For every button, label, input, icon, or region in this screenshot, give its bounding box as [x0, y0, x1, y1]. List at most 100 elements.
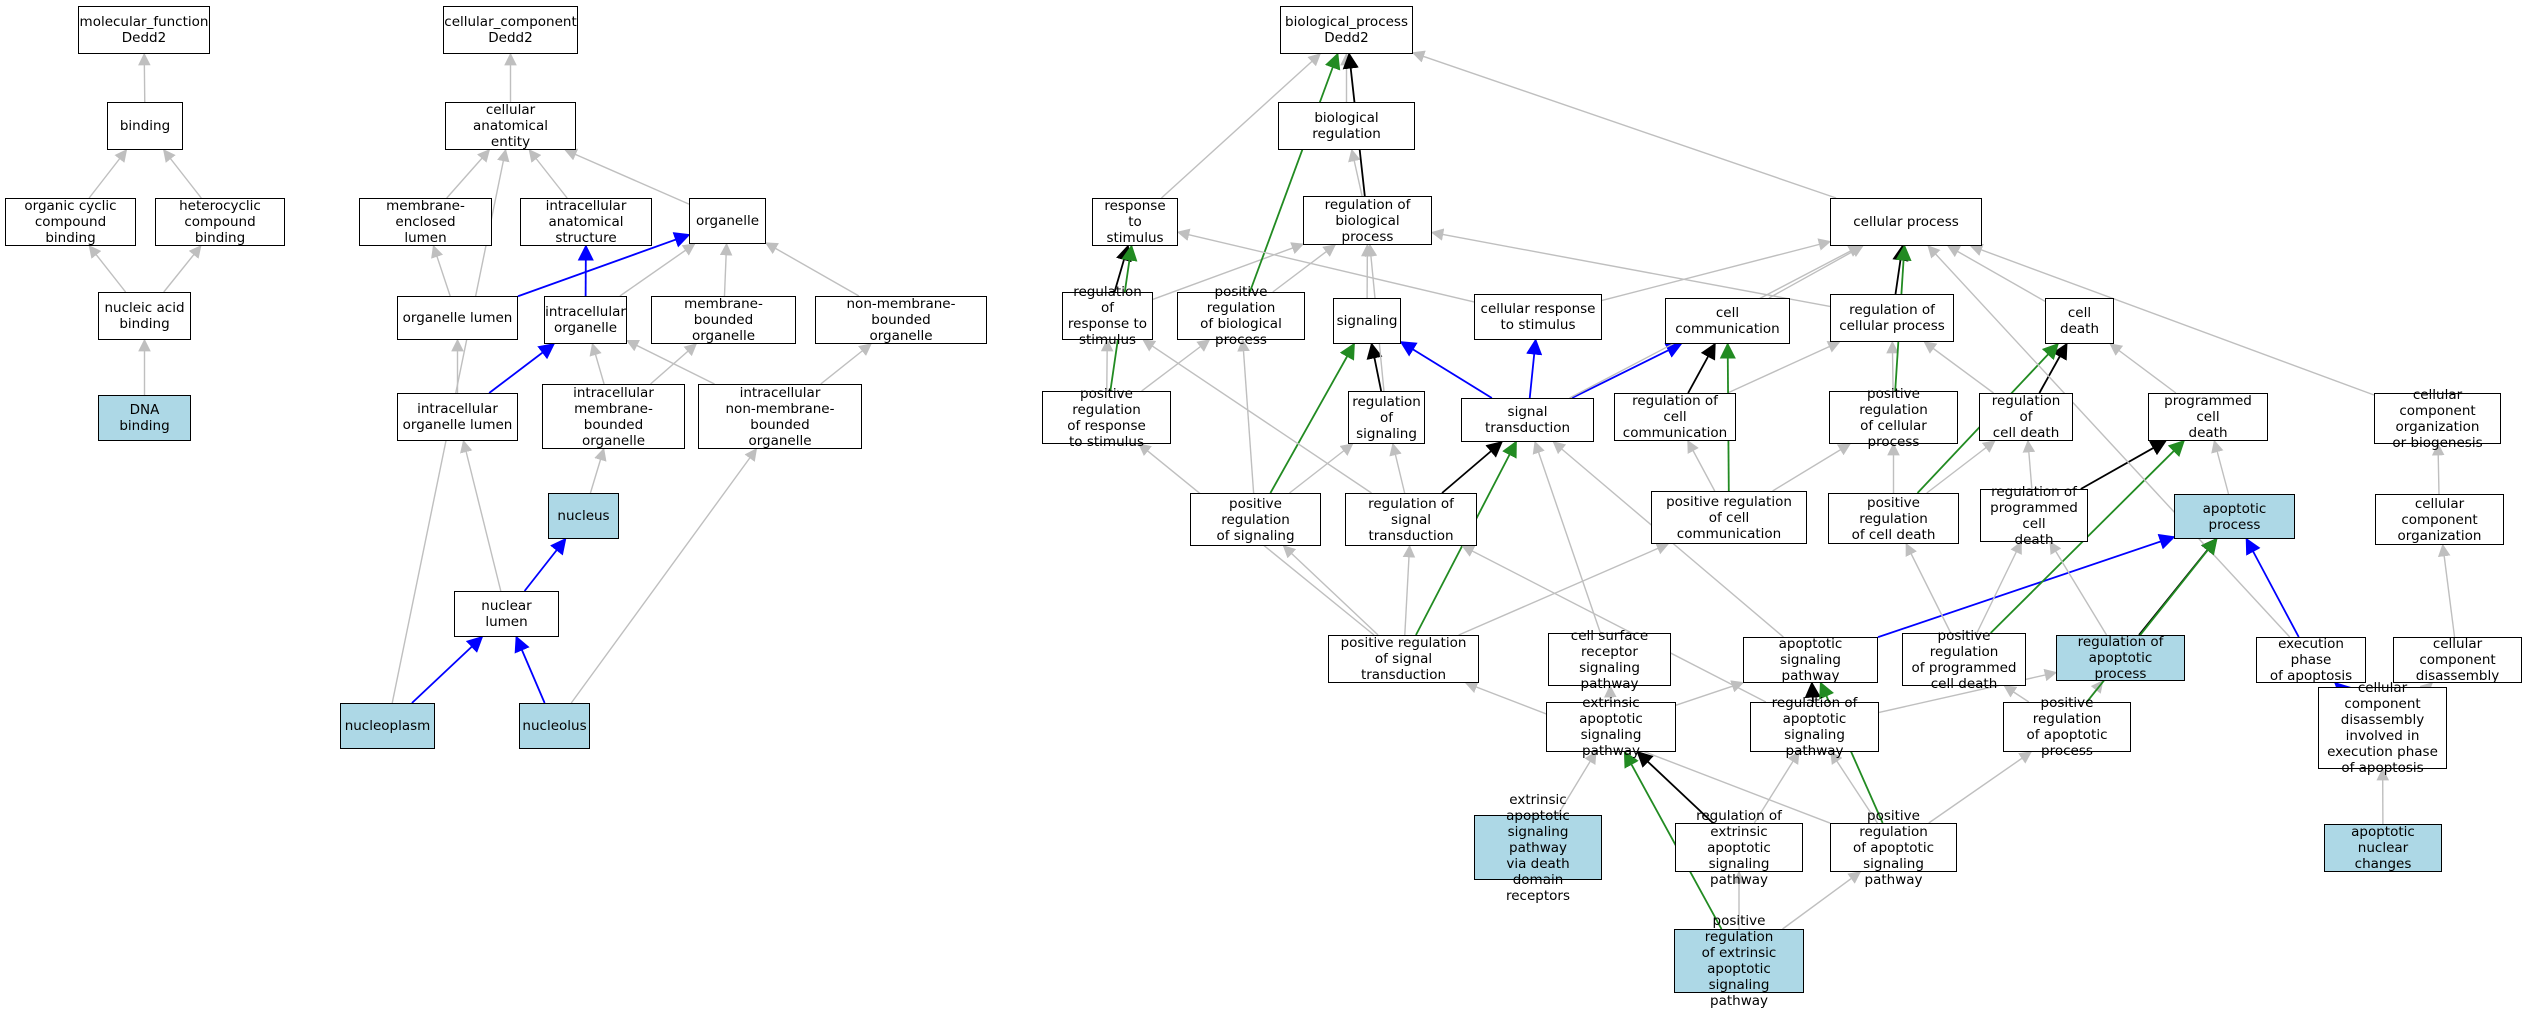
go-term-node: intracellular membrane-bounded organelle — [542, 384, 685, 449]
relation-edge — [1401, 342, 1492, 398]
relation-edge — [1243, 340, 1254, 493]
go-term-node: cellular process — [1830, 198, 1982, 246]
relation-edge — [2050, 542, 2106, 635]
go-term-node: positive regulation of apoptotic signali… — [1830, 823, 1957, 872]
go-term-node: positive regulation of apoptotic process — [2003, 702, 2131, 752]
go-term-node: positive regulation of cellular process — [1829, 391, 1958, 444]
go-term-node: cell surface receptor signaling pathway — [1548, 633, 1671, 686]
go-term-node: cellular component organization or bioge… — [2374, 393, 2501, 444]
relation-edge — [525, 539, 566, 591]
go-term-node: intracellular non-membrane-bounded organ… — [698, 384, 862, 449]
go-term-node: molecular_function Dedd2 — [78, 6, 210, 54]
relation-edge — [2039, 344, 2066, 393]
relation-edge — [1270, 344, 1354, 493]
relation-edge — [1773, 444, 1850, 491]
relation-edge — [516, 637, 544, 703]
go-term-node: regulation of cellular process — [1830, 294, 1954, 342]
relation-edge — [164, 150, 202, 198]
relation-edge — [766, 243, 859, 296]
go-term-node: regulation of cell communication — [1614, 393, 1736, 441]
relation-edge — [1459, 544, 1668, 635]
go-term-node: regulation of signal transduction — [1345, 493, 1477, 546]
go-term-node: extrinsic apoptotic signaling pathway — [1546, 702, 1676, 752]
go-term-node: regulation of apoptotic process — [2056, 635, 2185, 681]
relation-edge — [1688, 344, 1715, 393]
go-term-node: programmed cell death — [2148, 393, 2268, 441]
go-term-node: regulation of apoptotic signaling pathwa… — [1750, 702, 1879, 752]
go-term-node: cell death — [2045, 298, 2114, 344]
relation-edge — [529, 150, 567, 198]
relation-edge — [463, 441, 500, 591]
go-term-node: regulation of signaling — [1348, 391, 1425, 444]
relation-edge — [592, 344, 604, 384]
relation-edge — [620, 244, 695, 296]
relation-edge — [447, 150, 490, 198]
go-term-node: regulation of biological process — [1303, 196, 1432, 245]
relation-edge — [2081, 441, 2166, 489]
go-term-node: biological regulation — [1278, 102, 1415, 150]
go-term-node: DNA binding — [98, 395, 191, 441]
go-term-node: positive regulation of programmed cell d… — [1902, 633, 2026, 686]
go-term-node: positive regulation of signaling — [1190, 493, 1321, 546]
relation-edge — [1572, 344, 1681, 398]
go-term-node: regulation of programmed cell death — [1980, 489, 2088, 542]
relation-edge — [571, 449, 756, 703]
go-term-node: apoptotic process — [2174, 494, 2295, 539]
relation-edge — [2110, 344, 2176, 393]
relation-edge — [89, 150, 126, 198]
go-term-node: cellular component disassembly — [2393, 637, 2522, 683]
go-term-node: cellular component disassembly involved … — [2318, 687, 2447, 769]
go-term-node: organelle lumen — [397, 296, 518, 340]
go-term-node: extrinsic apoptotic signaling pathway vi… — [1474, 815, 1602, 880]
relation-edge — [1892, 342, 1893, 391]
go-term-node: cellular_component Dedd2 — [443, 6, 578, 54]
go-term-node: signal transduction — [1461, 398, 1594, 442]
go-term-node: regulation of cell death — [1979, 393, 2073, 441]
go-term-node: cellular anatomical entity — [445, 102, 576, 150]
go-term-node: positive regulation of cell communicatio… — [1651, 491, 1807, 544]
relation-edge — [1250, 54, 1338, 292]
go-term-node: positive regulation of extrinsic apoptot… — [1674, 929, 1804, 993]
go-term-node: regulation of response to stimulus — [1062, 292, 1153, 340]
relation-edge — [821, 344, 871, 384]
go-term-node: signaling — [1333, 298, 1401, 344]
relation-edge — [1284, 546, 1378, 635]
go-term-node: intracellular organelle — [544, 296, 627, 344]
relation-edge — [2028, 441, 2032, 489]
relation-edge — [1948, 246, 2045, 301]
go-term-node: biological_process Dedd2 — [1280, 6, 1413, 54]
relation-edge — [1393, 444, 1405, 493]
relation-edge — [2246, 539, 2298, 637]
go-term-node: apoptotic signaling pathway — [1743, 637, 1878, 683]
relation-edge — [89, 246, 125, 292]
relation-edge — [144, 54, 145, 102]
relation-edge — [1143, 340, 1371, 493]
go-term-node: apoptotic nuclear changes — [2324, 824, 2442, 872]
relation-edge — [1530, 340, 1536, 398]
go-term-node: nuclear lumen — [454, 591, 559, 637]
go-term-node: positive regulation of response to stimu… — [1042, 391, 1171, 444]
go-term-node: cellular response to stimulus — [1474, 294, 1602, 340]
go-term-node: nucleoplasm — [340, 703, 435, 749]
go-term-node: positive regulation of signal transducti… — [1328, 635, 1479, 683]
relation-edge — [565, 150, 689, 204]
go-term-node: cell communication — [1665, 298, 1790, 344]
relation-edge — [412, 637, 482, 703]
relation-edge — [1676, 683, 1743, 706]
go-term-node: membrane-bounded organelle — [651, 296, 796, 344]
relation-edge — [1535, 442, 1600, 633]
relation-edge — [1878, 537, 2174, 637]
go-term-node: positive regulation of cell death — [1828, 493, 1959, 544]
relation-edge — [627, 341, 714, 384]
relation-edge — [1413, 53, 1836, 198]
go-term-node: nucleus — [548, 493, 619, 539]
relation-edge — [2214, 441, 2228, 494]
go-term-node: nucleolus — [519, 703, 590, 749]
relation-edge — [1977, 542, 2021, 633]
go-term-node: organelle — [689, 198, 766, 244]
go-term-node: binding — [107, 102, 183, 150]
go-term-node: non-membrane-bounded organelle — [815, 296, 987, 344]
go-term-node: organic cyclic compound binding — [5, 198, 136, 246]
go-term-node: response to stimulus — [1092, 198, 1178, 246]
go-term-node: membrane-enclosed lumen — [359, 198, 492, 246]
